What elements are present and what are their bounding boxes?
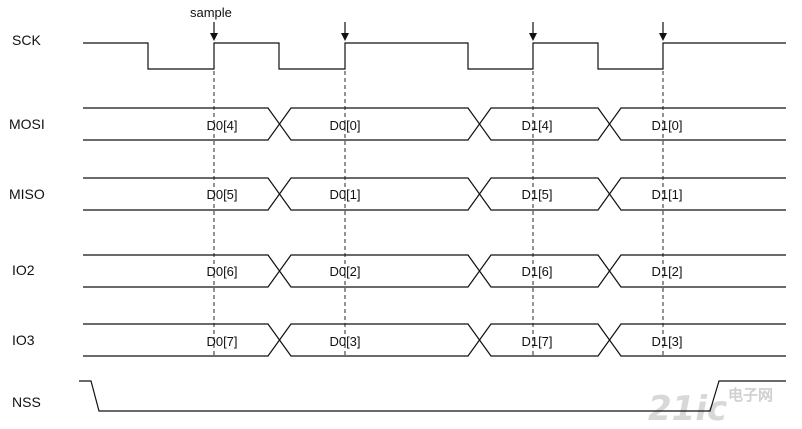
signal-label-io3: IO3: [12, 332, 35, 348]
bus-label-mosi-3: D1[4]: [521, 118, 552, 133]
watermark-sub-text: 电子网: [728, 386, 773, 404]
sample-arrow-3: [529, 22, 537, 41]
signal-label-sck: SCK: [12, 32, 41, 48]
nss-waveform: [79, 380, 786, 412]
bus-miso: D0[5] D0[1] D1[5] D1[1]: [83, 177, 786, 211]
bus-label-miso-3: D1[5]: [521, 187, 552, 202]
bus-label-io2-3: D1[6]: [521, 264, 552, 279]
bus-label-io2-4: D1[2]: [651, 264, 682, 279]
signal-label-miso: MISO: [9, 186, 45, 202]
signal-label-io2: IO2: [12, 262, 35, 278]
watermark-main-text: 21ic: [648, 389, 727, 429]
bus-label-miso-2: D0[1]: [329, 187, 360, 202]
bus-label-io3-1: D0[7]: [206, 334, 237, 349]
sample-arrow-1: [210, 22, 218, 41]
sample-label: sample: [190, 5, 232, 20]
bus-label-mosi-4: D1[0]: [651, 118, 682, 133]
sck-waveform: [83, 42, 786, 70]
signal-label-nss: NSS: [12, 394, 41, 410]
bus-label-io3-3: D1[7]: [521, 334, 552, 349]
signal-label-mosi: MOSI: [9, 116, 45, 132]
bus-label-mosi-1: D0[4]: [206, 118, 237, 133]
sample-arrow-4: [659, 22, 667, 41]
bus-io3: D0[7] D0[3] D1[7] D1[3]: [83, 323, 786, 357]
bus-label-miso-4: D1[1]: [651, 187, 682, 202]
bus-label-io2-2: D0[2]: [329, 264, 360, 279]
watermark-logo: 21ic 电子网: [648, 386, 773, 429]
bus-label-miso-1: D0[5]: [206, 187, 237, 202]
bus-io2: D0[6] D0[2] D1[6] D1[2]: [83, 254, 786, 288]
sample-arrow-2: [341, 22, 349, 41]
bus-mosi: D0[4] D0[0] D1[4] D1[0]: [83, 107, 786, 141]
bus-label-io3-4: D1[3]: [651, 334, 682, 349]
bus-label-io2-1: D0[6]: [206, 264, 237, 279]
bus-label-mosi-2: D0[0]: [329, 118, 360, 133]
bus-label-io3-2: D0[3]: [329, 334, 360, 349]
